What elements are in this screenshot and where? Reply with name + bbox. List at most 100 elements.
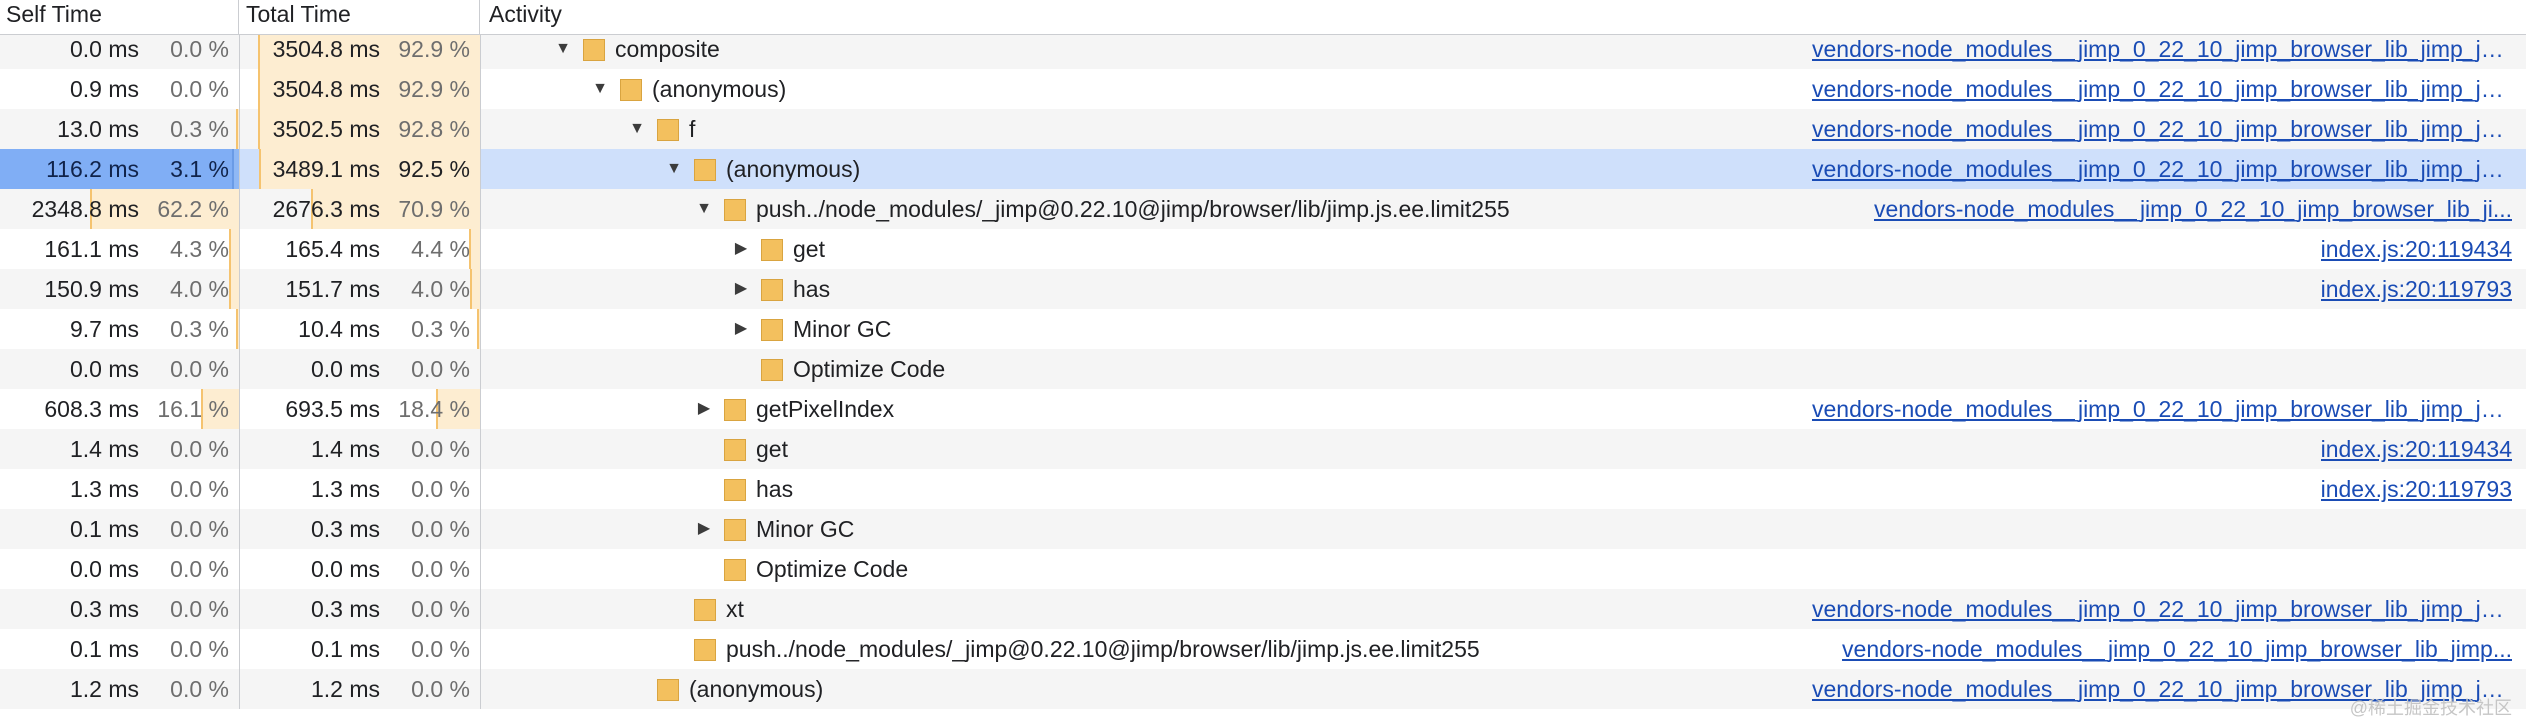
self-time-percent: 4.3 % — [170, 236, 229, 262]
self-time-cell: 0.0 ms 0.0 % — [0, 549, 240, 589]
activity-name: (anonymous) — [652, 76, 787, 102]
total-time-percent: 92.9 % — [398, 76, 470, 102]
self-time-bar — [229, 269, 239, 309]
category-swatch-icon — [694, 599, 716, 621]
self-time-value: 116.2 ms — [46, 156, 139, 182]
self-time-value: 9.7 ms — [69, 316, 139, 342]
triangle-right-icon[interactable]: ▶ — [734, 240, 748, 257]
activity-name: has — [756, 476, 794, 502]
total-time-value: 151.7 ms — [285, 276, 380, 302]
activity-cell: (anonymous)vendors-node_modules__jimp_0_… — [481, 669, 2526, 709]
triangle-right-icon[interactable]: ▶ — [697, 400, 711, 417]
self-time-percent: 0.0 % — [170, 556, 229, 582]
total-time-bar — [257, 69, 480, 109]
total-time-percent: 0.0 % — [411, 476, 470, 502]
source-link[interactable]: vendors-node_modules__jimp_0_22_10_jimp_… — [1812, 156, 2512, 182]
triangle-right-icon[interactable]: ▶ — [697, 520, 711, 537]
activity-name: Optimize Code — [756, 556, 909, 582]
source-link[interactable]: vendors-node_modules__jimp_0_22_10_jimp_… — [1812, 116, 2512, 142]
self-time-value: 0.0 ms — [69, 356, 139, 382]
triangle-right-icon[interactable]: ▶ — [734, 280, 748, 297]
self-time-value: 2348.8 ms — [31, 196, 139, 222]
activity-cell: has index.js:20:119793 — [481, 469, 2526, 509]
source-link[interactable]: index.js:20:119793 — [2320, 276, 2512, 302]
category-swatch-icon — [761, 239, 783, 261]
activity-name: get — [793, 236, 825, 262]
self-time-header[interactable]: Self Time — [0, 0, 239, 34]
activity-cell: xt vendors-node_modules__jimp_0_22_10_jim… — [481, 589, 2526, 629]
source-link[interactable]: vendors-node_modules__jimp_0_22_10_jimp_… — [1873, 196, 2512, 222]
source-link[interactable]: vendors-node_modules__jimp_0_22_10_jimp_… — [1812, 36, 2512, 62]
activity-header[interactable]: Activity — [489, 1, 562, 27]
activity-name: push../node_modules/_jimp@0.22.10@jimp/b… — [726, 636, 1480, 662]
triangle-down-icon[interactable]: ▼ — [555, 40, 571, 57]
self-time-value: 1.2 ms — [69, 676, 139, 702]
activity-name: get — [756, 436, 788, 462]
source-link[interactable]: index.js:20:119434 — [2320, 236, 2512, 262]
self-time-bar — [228, 229, 239, 269]
source-link[interactable]: vendors-node_modules__jimp_0_22_10_jimp_… — [1812, 396, 2512, 422]
source-link[interactable]: index.js:20:119793 — [2320, 476, 2512, 502]
source-link[interactable]: index.js:20:119434 — [2320, 436, 2512, 462]
total-time-percent: 0.0 % — [411, 516, 470, 542]
total-time-value: 0.1 ms — [310, 636, 380, 662]
total-time-header[interactable]: Total Time — [240, 0, 480, 34]
triangle-down-icon[interactable]: ▼ — [666, 160, 682, 177]
triangle-down-icon[interactable]: ▼ — [696, 200, 712, 217]
self-time-bar — [236, 109, 239, 149]
activity-name: xt — [726, 596, 744, 622]
total-time-value: 2676.3 ms — [272, 196, 380, 222]
self-time-percent: 0.0 % — [170, 516, 229, 542]
total-time-value: 3504.8 ms — [272, 36, 380, 62]
total-time-value: 3502.5 ms — [272, 116, 380, 142]
activity-name: getPixelIndex — [756, 396, 895, 422]
total-time-percent: 92.8 % — [398, 116, 470, 142]
source-link[interactable]: vendors-node_modules__jimp_0_22_10_jimp_… — [1812, 596, 2512, 622]
source-link[interactable]: vendors-node_modules__jimp_0_22_10_jimp_… — [1842, 636, 2512, 662]
self-time-percent: 0.0 % — [170, 636, 229, 662]
source-link[interactable]: vendors-node_modules__jimp_0_22_10_jimp_… — [1812, 76, 2512, 102]
self-time-percent: 62.2 % — [157, 196, 229, 222]
total-time-bar — [310, 189, 480, 229]
category-swatch-icon — [620, 79, 642, 101]
self-time-value: 1.4 ms — [69, 436, 139, 462]
self-time-cell: 2348.8 ms 62.2 % — [0, 189, 240, 229]
self-time-value: 608.3 ms — [44, 396, 139, 422]
self-time-value: 13.0 ms — [57, 116, 139, 142]
activity-cell: ▼ (anonymous) vendors-node_modules__jimp_0… — [481, 69, 2526, 109]
total-time-value: 0.3 ms — [310, 516, 380, 542]
triangle-right-icon[interactable]: ▶ — [734, 320, 748, 337]
total-time-cell: 3502.5 ms 92.8 % — [240, 109, 481, 149]
triangle-down-icon[interactable]: ▼ — [629, 120, 645, 137]
activity-cell: get index.js:20:119434 — [481, 429, 2526, 469]
total-time-cell: 0.3 ms 0.0 % — [240, 509, 481, 549]
self-time-bar — [90, 189, 239, 229]
triangle-down-icon[interactable]: ▼ — [592, 80, 608, 97]
self-time-value: 0.0 ms — [69, 556, 139, 582]
